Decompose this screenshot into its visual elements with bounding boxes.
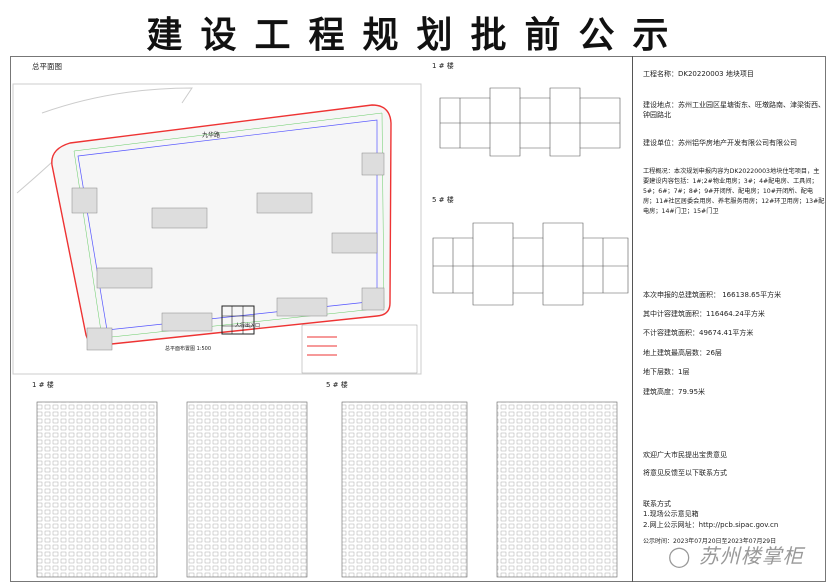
building-height: 建筑高度：79.95米: [643, 388, 706, 396]
welcome-text: 欢迎广大市民提出宝贵意见: [643, 451, 727, 459]
total-area: 本次申报的总建筑面积： 166138.65平方米: [643, 291, 782, 299]
watermark: ◯ 苏州楼掌柜: [668, 540, 804, 569]
project-location: 建设地点：苏州工业园区星塘街东、旺墩路南、津梁街西、钟园路北: [643, 101, 825, 119]
feedback-text: 将意见反馈至以下联系方式: [643, 469, 727, 477]
contact-1: 1.现场公示意见箱: [643, 510, 699, 518]
page-title: 建设工程规划批前公示: [146, 15, 687, 56]
divider: [632, 56, 633, 582]
project-overview: 工程概况：本次规划申报内容为DK20220003地块住宅项目，主要建设内容包括：…: [643, 168, 825, 215]
floors-below: 地下层数：1层: [643, 368, 690, 376]
chat-bubble-icon: ◯: [668, 544, 699, 568]
watermark-text: 苏州楼掌柜: [698, 544, 804, 568]
contact-title: 联系方式: [643, 500, 671, 508]
contact-2[interactable]: 2.网上公示网址：http://pcb.sipac.gov.cn: [643, 521, 779, 529]
floors-above: 地上建筑最高层数：26层: [643, 349, 722, 357]
far-area: 其中计容建筑面积：116464.24平方米: [643, 310, 765, 318]
floor-plan-1-label: 1 # 楼: [432, 62, 454, 70]
elevation-1-label: 1 # 楼: [32, 381, 54, 389]
project-name: 工程名称：DK20220003 地块项目: [643, 70, 754, 78]
site-plan-drawing: [12, 83, 422, 375]
notice-period: 公示时间：2023年07月20日至2023年07月29日: [643, 538, 777, 545]
road-label: 九华路: [202, 132, 221, 139]
elevations-drawing: [36, 401, 618, 578]
site-plan-label: 总平面图: [32, 62, 62, 71]
elevation-5-label: 5 # 楼: [326, 381, 348, 389]
scale-label: 总平面布置图 1:500: [165, 346, 211, 352]
drawing-sheet: [10, 56, 826, 582]
entrance-label: 人行出入口: [235, 323, 261, 329]
floor-plan-5-label: 5 # 楼: [432, 196, 454, 204]
project-builder: 建设单位：苏州铝华房地产开发有限公司有限公司: [643, 139, 797, 147]
floor-plan-5: [432, 222, 629, 306]
non-far-area: 不计容建筑面积：49674.41平方米: [643, 329, 754, 337]
floor-plan-1: [439, 87, 621, 157]
